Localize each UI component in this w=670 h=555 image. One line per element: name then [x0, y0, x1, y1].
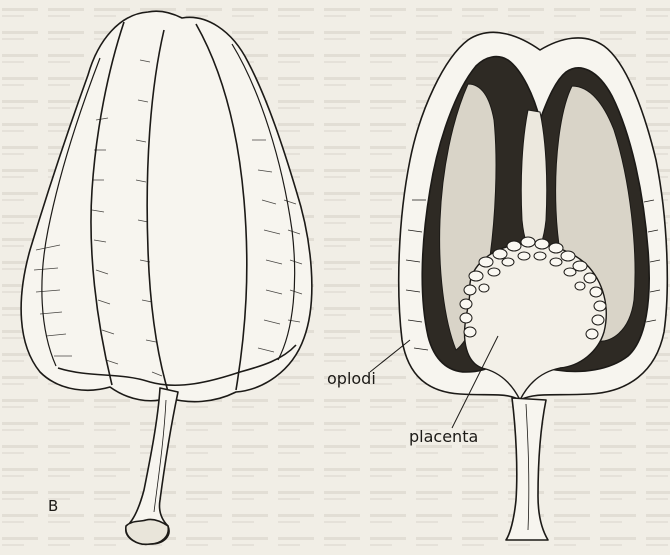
placenta-label: placenta	[409, 429, 478, 445]
panel-letter: B	[48, 499, 58, 514]
pericarp-label: oplodi	[327, 371, 376, 387]
stalk-cut-end	[126, 519, 168, 544]
central-septum	[521, 110, 547, 252]
